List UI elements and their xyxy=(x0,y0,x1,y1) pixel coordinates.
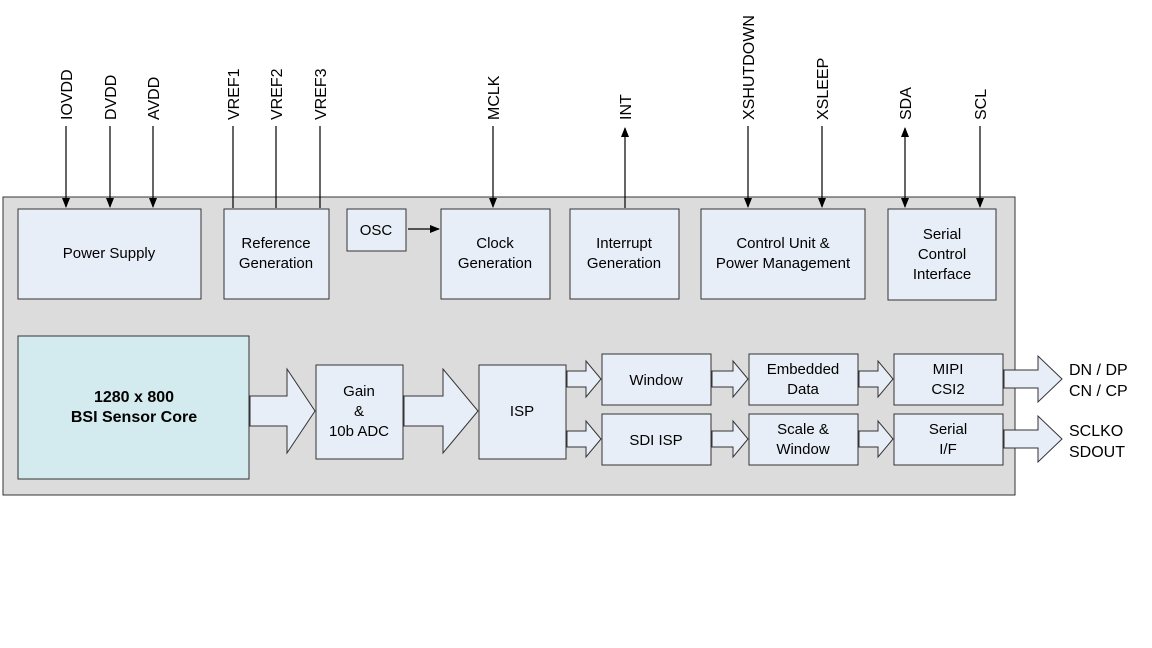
top-row-blocks xyxy=(17,208,997,301)
gain-adc-label-2: & xyxy=(354,403,364,420)
sensor-core-label-2: BSI Sensor Core xyxy=(71,409,197,426)
control-unit-block xyxy=(700,208,866,300)
isp-label: ISP xyxy=(510,403,534,420)
pin-int: INT xyxy=(618,94,635,120)
serial-output-label-1: SCLKO xyxy=(1069,423,1123,440)
serial-if-block xyxy=(893,413,1004,466)
embedded-data-label-2: Data xyxy=(787,381,819,398)
isp-to-window-arrow xyxy=(566,359,602,399)
pin-mclk: MCLK xyxy=(486,75,503,120)
sdiisp-to-scale-arrow xyxy=(711,419,749,459)
mipi-csi2-label-1: MIPI xyxy=(933,361,964,378)
serial-if-label-1: Serial xyxy=(929,421,967,438)
pin-avdd: AVDD xyxy=(146,77,163,120)
mipi-output-label-1: DN / DP xyxy=(1069,362,1128,379)
sdi-isp-label: SDI ISP xyxy=(629,432,682,449)
interrupt-generation-label-2: Generation xyxy=(587,255,661,272)
clock-generation-block xyxy=(440,208,551,300)
osc-block xyxy=(346,208,407,252)
reference-generation-label-2: Generation xyxy=(239,255,313,272)
gain-adc-block xyxy=(315,364,404,460)
pin-sda: SDA xyxy=(898,87,915,120)
embedded-data-block xyxy=(748,353,859,406)
reference-generation-block xyxy=(223,208,330,300)
serial-output-label-2: SDOUT xyxy=(1069,444,1125,461)
isp-to-sdiisp-arrow xyxy=(566,419,602,459)
scale-to-serial-arrow xyxy=(858,419,894,459)
mipi-csi2-label-2: CSI2 xyxy=(931,381,964,398)
window-block xyxy=(601,353,712,406)
pin-vref1: VREF1 xyxy=(226,68,243,120)
window-label: Window xyxy=(629,372,683,389)
serial-if-label-2: I/F xyxy=(939,441,957,458)
serial-control-label-3: Interface xyxy=(913,266,971,283)
pin-labels: IOVDD DVDD AVDD VREF1 VREF2 VREF3 MCLK I… xyxy=(59,15,990,120)
interrupt-generation-block xyxy=(569,208,680,300)
reference-generation-label-1: Reference xyxy=(241,235,310,252)
sensor-core-label-1: 1280 x 800 xyxy=(94,389,174,406)
scale-window-label-1: Scale & xyxy=(777,421,829,438)
embedded-to-mipi-arrow xyxy=(858,359,894,399)
sdi-isp-block xyxy=(601,413,712,466)
clock-generation-label-2: Generation xyxy=(458,255,532,272)
pin-xshutdown: XSHUTDOWN xyxy=(741,15,758,120)
scale-window-label-2: Window xyxy=(776,441,830,458)
window-to-embedded-arrow xyxy=(711,359,749,399)
clock-generation-label-1: Clock xyxy=(476,235,514,252)
scale-window-block xyxy=(748,413,859,466)
mipi-output-arrow xyxy=(1003,354,1063,404)
pin-scl: SCL xyxy=(973,89,990,120)
gain-adc-label-3: 10b ADC xyxy=(329,423,389,440)
serial-control-interface-block xyxy=(887,208,997,301)
serial-output-arrow xyxy=(1003,414,1063,464)
datapath-arrows xyxy=(249,354,1063,464)
serial-control-label-1: Serial xyxy=(923,226,961,243)
pin-vref2: VREF2 xyxy=(269,68,286,120)
sensor-core-block xyxy=(17,335,250,480)
pin-connections xyxy=(62,126,984,233)
sensor-to-adc-arrow xyxy=(249,367,316,455)
serial-control-label-2: Control xyxy=(918,246,966,263)
gain-adc-label-1: Gain xyxy=(343,383,375,400)
interrupt-generation-label-1: Interrupt xyxy=(596,235,653,252)
pin-xsleep: XSLEEP xyxy=(815,58,832,120)
isp-block xyxy=(478,364,567,460)
pin-dvdd: DVDD xyxy=(103,75,120,120)
power-supply-block xyxy=(17,208,202,300)
control-unit-label-1: Control Unit & xyxy=(736,235,829,252)
adc-to-isp-arrow xyxy=(403,367,479,455)
pin-vref3: VREF3 xyxy=(313,68,330,120)
control-unit-label-2: Power Management xyxy=(716,255,851,272)
pin-iovdd: IOVDD xyxy=(59,69,76,120)
mipi-csi2-block xyxy=(893,353,1004,406)
embedded-data-label-1: Embedded xyxy=(767,361,840,378)
mipi-output-label-2: CN / CP xyxy=(1069,383,1128,400)
power-supply-label: Power Supply xyxy=(63,245,156,262)
osc-label: OSC xyxy=(360,222,393,239)
